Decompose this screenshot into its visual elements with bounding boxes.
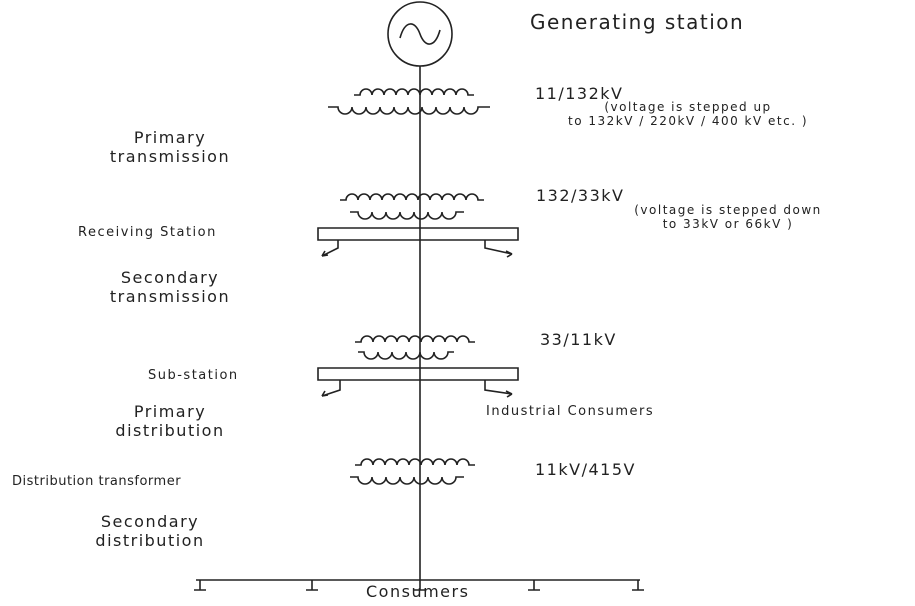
transformer-1-rating: 11/132kV <box>535 84 624 103</box>
generating-station-label: Generating station <box>530 10 745 34</box>
receiving-station-bus <box>318 228 518 240</box>
primary-distribution-line1: Primary <box>133 402 207 421</box>
transformer-2-symbol <box>340 194 484 219</box>
transformer-2-note-line2: to 33kV or 66kV ) <box>662 217 794 231</box>
transformer-1-note: (voltage is stepped up to 132kV / 220kV … <box>488 100 888 128</box>
distribution-transformer-label: Distribution transformer <box>12 474 182 489</box>
receiving-station-branch-left <box>322 240 338 256</box>
transformer-1-symbol <box>328 89 490 114</box>
receiving-station-branch-right <box>485 240 512 254</box>
primary-transmission-label: Primary transmission <box>60 128 280 166</box>
primary-transmission-line1: Primary <box>133 128 207 147</box>
secondary-transmission-label: Secondary transmission <box>60 268 280 306</box>
secondary-distribution-line1: Secondary <box>100 512 200 531</box>
substation-bus <box>318 368 518 380</box>
transformer-3-symbol <box>355 336 475 359</box>
primary-distribution-label: Primary distribution <box>60 402 280 440</box>
transformer-2-note-line1: (voltage is stepped down <box>634 203 822 217</box>
primary-distribution-line2: distribution <box>115 421 225 440</box>
substation-branch-left <box>322 380 340 396</box>
substation-branch-right <box>485 380 512 394</box>
secondary-transmission-line2: transmission <box>109 287 231 306</box>
secondary-distribution-label: Secondary distribution <box>40 512 260 550</box>
transformer-4-rating: 11kV/415V <box>535 460 636 479</box>
ac-wave-icon <box>400 24 440 44</box>
industrial-consumers-label: Industrial Consumers <box>486 404 655 419</box>
transformer-3-rating: 33/11kV <box>540 330 617 349</box>
transformer-2-rating: 132/33kV <box>536 186 625 205</box>
consumer-drops <box>194 580 644 590</box>
transformer-4-symbol <box>350 459 475 484</box>
secondary-distribution-line2: distribution <box>95 531 205 550</box>
receiving-station-label: Receiving Station <box>78 225 217 240</box>
secondary-transmission-line1: Secondary <box>120 268 220 287</box>
consumers-label: Consumers <box>366 582 470 601</box>
primary-transmission-line2: transmission <box>109 147 231 166</box>
transformer-1-note-line2: to 132kV / 220kV / 400 kV etc. ) <box>567 114 809 128</box>
transformer-1-note-line1: (voltage is stepped up <box>604 100 772 114</box>
substation-label: Sub-station <box>148 368 239 383</box>
transformer-2-note: (voltage is stepped down to 33kV or 66kV… <box>548 203 908 231</box>
